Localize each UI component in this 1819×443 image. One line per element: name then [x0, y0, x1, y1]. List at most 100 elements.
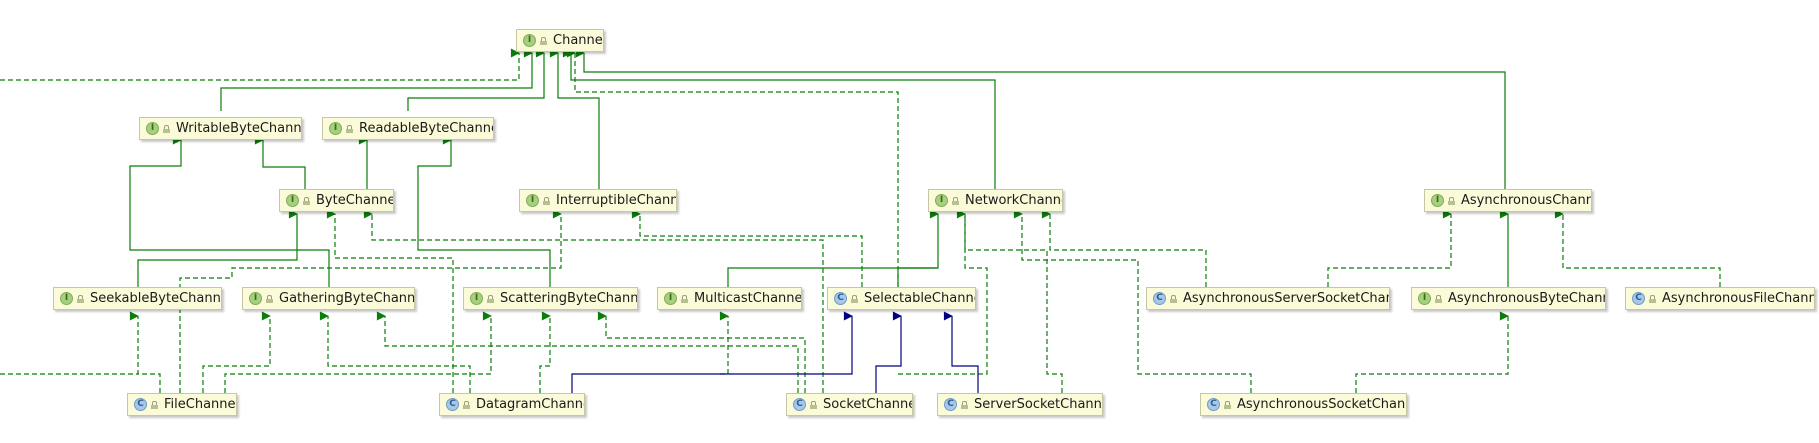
public-lock-icon — [1435, 294, 1442, 303]
node-readable-byte-channel[interactable]: I ReadableByteChannel — [322, 117, 494, 140]
edge-interruptible-channel — [549, 48, 600, 198]
class-icon: C — [1632, 292, 1645, 305]
class-icon: C — [446, 398, 459, 411]
public-lock-icon — [543, 196, 550, 205]
node-socket-channel[interactable]: C SocketChanne — [786, 393, 913, 416]
class-icon: C — [1207, 398, 1220, 411]
edge-socket-bytechannel — [363, 209, 824, 393]
edge-asyncserver-network — [1041, 209, 1207, 287]
edge-file-scattering — [224, 311, 492, 393]
class-icon: C — [793, 398, 806, 411]
node-label: NetworkChannel — [965, 193, 1062, 208]
public-lock-icon — [961, 400, 968, 409]
edge-socket-gathering — [376, 311, 799, 393]
public-lock-icon — [540, 36, 547, 45]
public-lock-icon — [1170, 294, 1177, 303]
interface-icon: I — [470, 292, 483, 305]
public-lock-icon — [952, 196, 959, 205]
edge-file-seekable — [129, 311, 161, 393]
node-label: ServerSocketChanne — [974, 397, 1102, 412]
edge-asyncfile-async — [1554, 209, 1721, 287]
node-seekable-byte-channel[interactable]: I SeekableByteChannel — [53, 287, 222, 310]
public-lock-icon — [1448, 196, 1455, 205]
edge-gathering-writable — [129, 135, 330, 287]
edge-scattering-readable — [417, 135, 551, 287]
node-asynchronous-channel[interactable]: I AsynchronousChanne — [1424, 189, 1592, 212]
public-lock-icon — [851, 294, 858, 303]
public-lock-icon — [463, 400, 470, 409]
node-byte-channel[interactable]: I ByteChannel — [279, 189, 394, 212]
class-icon: C — [834, 292, 847, 305]
edge-selectable-network — [897, 267, 938, 287]
public-lock-icon — [303, 196, 310, 205]
edge-datagram-gathering — [319, 311, 471, 393]
interface-icon: I — [146, 122, 159, 135]
edge-network-channel — [562, 48, 996, 198]
node-file-channel[interactable]: C FileChannel — [127, 393, 237, 416]
edge-datagram-selectable — [571, 311, 853, 393]
edge-serversocket-selectable — [943, 311, 979, 393]
node-label: SocketChanne — [823, 397, 912, 412]
edge-asyncserver-async — [1327, 209, 1452, 287]
node-label: ScatteringByteChanne — [500, 291, 637, 306]
edge-asyncsocket-network — [1013, 209, 1252, 393]
node-scattering-byte-channel[interactable]: I ScatteringByteChanne — [463, 287, 638, 310]
class-icon: C — [134, 398, 147, 411]
edge-readable-channel — [407, 48, 545, 111]
edge-socket-scattering — [597, 311, 806, 393]
node-label: AsynchronousSocketChanne — [1237, 397, 1406, 412]
node-label: Channel — [553, 33, 603, 48]
interface-icon: I — [286, 194, 299, 207]
edge-asyncsocket-asyncbyte — [1355, 311, 1509, 393]
node-datagram-channel[interactable]: C DatagramChanne — [439, 393, 585, 416]
node-label: GatheringByteChanne — [279, 291, 414, 306]
public-lock-icon — [1224, 400, 1231, 409]
node-label: SeekableByteChannel — [90, 291, 221, 306]
edge-bytechannel-writable — [254, 135, 306, 198]
edge-selectable-channel — [566, 48, 899, 287]
node-label: ByteChannel — [316, 193, 393, 208]
interface-icon: I — [249, 292, 262, 305]
interface-icon: I — [1431, 194, 1444, 207]
public-lock-icon — [810, 400, 817, 409]
node-server-socket-channel[interactable]: C ServerSocketChanne — [937, 393, 1103, 416]
node-interruptible-channel[interactable]: I InterruptibleChanne — [519, 189, 677, 212]
node-asynchronous-socket-channel[interactable]: C AsynchronousSocketChanne — [1200, 393, 1407, 416]
public-lock-icon — [163, 124, 170, 133]
edge-datagram-scattering — [539, 311, 551, 393]
edge-file-gathering — [202, 311, 271, 393]
public-lock-icon — [1649, 294, 1656, 303]
edge-async-channel — [575, 48, 1506, 198]
interface-icon: I — [60, 292, 73, 305]
edge-datagram-bytechannel — [326, 209, 454, 393]
edge-socket-interruptible — [631, 209, 863, 287]
node-label: InterruptibleChanne — [556, 193, 676, 208]
node-gathering-byte-channel[interactable]: I GatheringByteChanne — [242, 287, 415, 310]
node-label: DatagramChanne — [476, 397, 584, 412]
node-asynchronous-file-channel[interactable]: C AsynchronousFileChanne — [1625, 287, 1815, 310]
interface-icon: I — [526, 194, 539, 207]
node-label: ReadableByteChannel — [359, 121, 493, 136]
edge-datagram-multicast — [719, 311, 729, 375]
edge-multicast-network — [727, 209, 939, 287]
public-lock-icon — [77, 294, 84, 303]
edge-socket-selectable — [875, 311, 902, 393]
class-icon: C — [944, 398, 957, 411]
public-lock-icon — [487, 294, 494, 303]
interface-icon: I — [664, 292, 677, 305]
node-label: FileChannel — [164, 397, 236, 412]
node-label: AsynchronousFileChanne — [1662, 291, 1814, 306]
public-lock-icon — [346, 124, 353, 133]
node-label: AsynchronousChanne — [1461, 193, 1591, 208]
interface-icon: I — [329, 122, 342, 135]
public-lock-icon — [681, 294, 688, 303]
edge-serversocket-network — [964, 214, 1063, 393]
